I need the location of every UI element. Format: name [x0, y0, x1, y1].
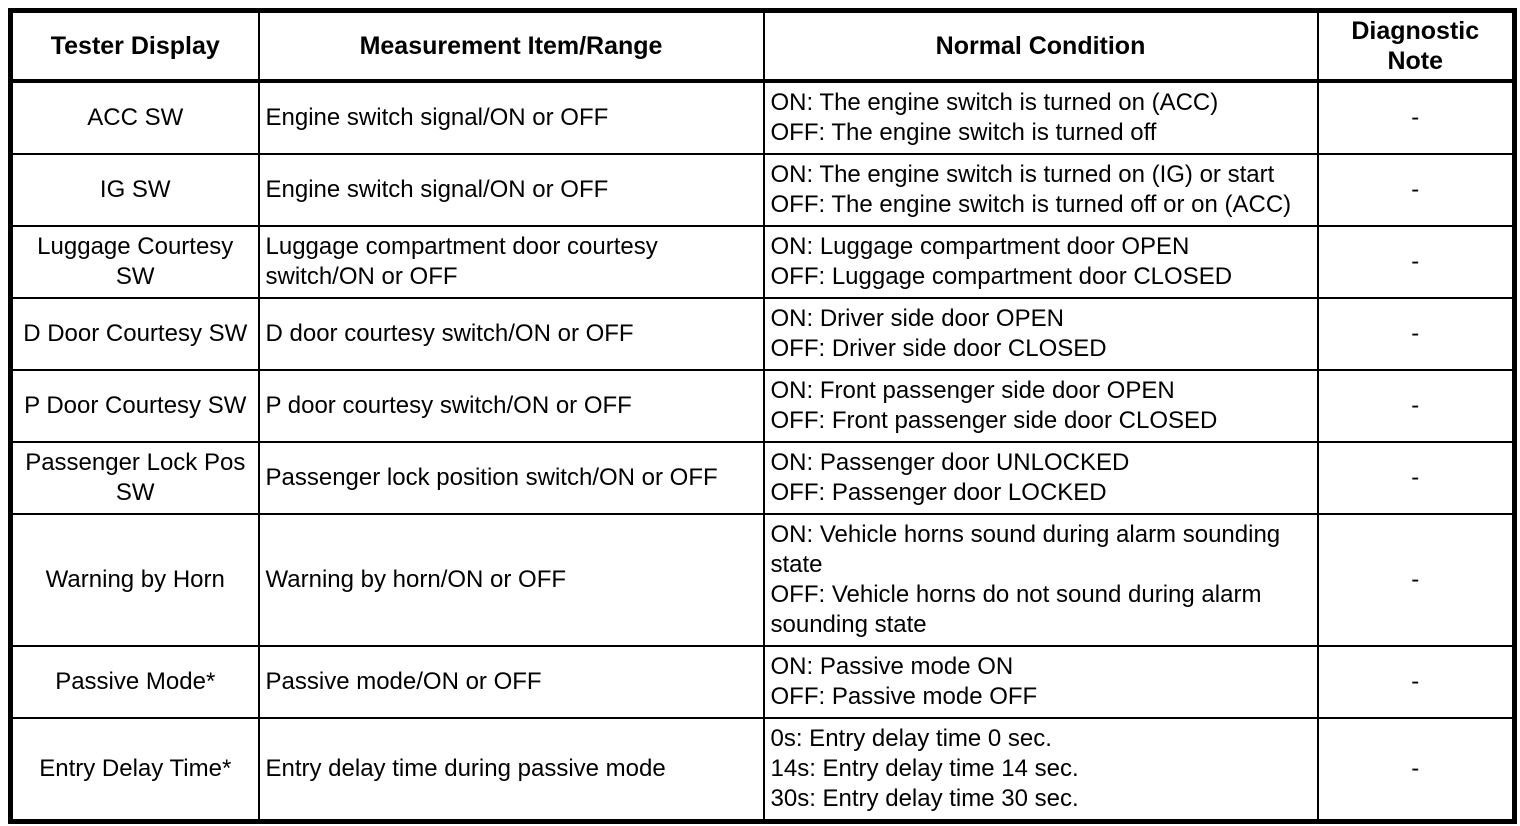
measurement-cell: Passive mode/ON or OFF — [257, 645, 765, 719]
text-line: Entry delay time during passive mode — [265, 755, 666, 782]
normal-condition-cell: ON: Front passenger side door OPEN OFF: F… — [762, 369, 1319, 443]
text-line: ACC SW — [87, 104, 184, 131]
text-line: ON: Luggage compartment door OPEN — [770, 233, 1190, 260]
diagnostic-note-cell: - — [1316, 441, 1516, 515]
text-line: Luggage Courtesy — [37, 233, 234, 260]
table-row: P Door Courtesy SW P door courtesy switch… — [9, 369, 1516, 443]
diagnostic-note-cell: - — [1316, 297, 1516, 371]
text-line: ON: Passenger door UNLOCKED — [770, 449, 1130, 476]
text-line: SW — [115, 263, 155, 290]
measurement-cell: P door courtesy switch/ON or OFF — [257, 369, 765, 443]
text-line: Warning by horn/ON or OFF — [265, 566, 567, 593]
diagnostic-note-cell: - — [1316, 513, 1516, 647]
text-line: OFF: The engine switch is turned off or … — [770, 191, 1292, 218]
text-line: switch/ON or OFF — [265, 263, 458, 290]
diagnostic-note-cell: - — [1316, 80, 1516, 155]
measurement-cell: Engine switch signal/ON or OFF — [257, 80, 765, 155]
data-list-table: Tester Display Measurement Item/Range No… — [8, 8, 1517, 824]
normal-condition-cell: ON: Luggage compartment door OPEN OFF: Lu… — [762, 225, 1319, 299]
text-line: OFF: The engine switch is turned off — [770, 119, 1157, 146]
text-line: Engine switch signal/ON or OFF — [265, 176, 609, 203]
text-line: ON: Vehicle horns sound during alarm sou… — [770, 521, 1281, 578]
tester-display-cell: Warning by Horn — [9, 513, 260, 647]
text-line: P door courtesy switch/ON or OFF — [265, 392, 632, 419]
text-line: Passive Mode* — [55, 668, 216, 695]
text-line: OFF: Front passenger side door CLOSED — [770, 407, 1218, 434]
text-line: OFF: Passive mode OFF — [770, 683, 1038, 710]
text-line: ON: Driver side door OPEN — [770, 305, 1064, 332]
text-line: Passive mode/ON or OFF — [265, 668, 542, 695]
text-line: ON: The engine switch is turned on (ACC) — [770, 89, 1219, 116]
text-line: Warning by Horn — [45, 566, 225, 593]
text-line: Passenger lock position switch/ON or OFF — [265, 464, 718, 491]
table-row: Passive Mode* Passive mode/ON or OFF ON: P… — [9, 645, 1516, 719]
text-line: OFF: Passenger door LOCKED — [770, 479, 1107, 506]
normal-condition-cell: ON: Driver side door OPEN OFF: Driver sid… — [762, 297, 1319, 371]
tester-display-cell: Entry Delay Time* — [9, 717, 260, 823]
text-line: Engine switch signal/ON or OFF — [265, 104, 609, 131]
text-line: ON: Front passenger side door OPEN — [770, 377, 1175, 404]
tester-display-cell: Passive Mode* — [9, 645, 260, 719]
measurement-cell: Entry delay time during passive mode — [257, 717, 765, 823]
text-line: OFF: Driver side door CLOSED — [770, 335, 1107, 362]
text-line: 30s: Entry delay time 30 sec. — [770, 785, 1079, 812]
measurement-cell: Warning by horn/ON or OFF — [257, 513, 765, 647]
diagnostic-note-cell: - — [1316, 225, 1516, 299]
table-row: Entry Delay Time* Entry delay time during… — [9, 717, 1516, 823]
normal-condition-cell: ON: The engine switch is turned on (IG) … — [762, 153, 1319, 227]
text-line: Passenger Lock Pos — [25, 449, 246, 476]
measurement-cell: Luggage compartment door courtesy switch/… — [257, 225, 765, 299]
header-row: Tester Display Measurement Item/Range No… — [9, 9, 1516, 83]
table-row: D Door Courtesy SW D door courtesy switch… — [9, 297, 1516, 371]
normal-condition-cell: 0s: Entry delay time 0 sec. 14s: Entry de… — [762, 717, 1319, 823]
table-body: ACC SW Engine switch signal/ON or OFF ON: … — [9, 80, 1516, 823]
text-line: IG SW — [99, 176, 171, 203]
normal-condition-cell: ON: The engine switch is turned on (ACC)… — [762, 80, 1319, 155]
normal-condition-cell: ON: Passenger door UNLOCKED OFF: Passenge… — [762, 441, 1319, 515]
diagnostic-note-cell: - — [1316, 645, 1516, 719]
text-line: SW — [115, 479, 155, 506]
table-row: IG SW Engine switch signal/ON or OFF ON: T… — [9, 153, 1516, 227]
column-header-tester-display: Tester Display — [9, 9, 260, 83]
tester-display-cell: D Door Courtesy SW — [9, 297, 260, 371]
text-line: P Door Courtesy SW — [24, 392, 247, 419]
tester-display-cell: ACC SW — [9, 80, 260, 155]
text-line: Entry Delay Time* — [39, 755, 232, 782]
text-line: 14s: Entry delay time 14 sec. — [770, 755, 1079, 782]
normal-condition-cell: ON: Vehicle horns sound during alarm sou… — [762, 513, 1319, 647]
text-line: OFF: Vehicle horns do not sound during a… — [770, 581, 1262, 638]
normal-condition-cell: ON: Passive mode ON OFF: Passive mode OFF — [762, 645, 1319, 719]
column-header-measurement-item-range: Measurement Item/Range — [257, 9, 765, 83]
text-line: D door courtesy switch/ON or OFF — [265, 320, 634, 347]
text-line: D Door Courtesy SW — [23, 320, 248, 347]
measurement-cell: Passenger lock position switch/ON or OFF — [257, 441, 765, 515]
measurement-cell: D door courtesy switch/ON or OFF — [257, 297, 765, 371]
text-line: ON: Passive mode ON — [770, 653, 1014, 680]
measurement-cell: Engine switch signal/ON or OFF — [257, 153, 765, 227]
column-header-diagnostic-note: Diagnostic Note — [1316, 9, 1516, 83]
diagnostic-note-cell: - — [1316, 369, 1516, 443]
table-row: Warning by Horn Warning by horn/ON or OFF… — [9, 513, 1516, 647]
tester-display-cell: IG SW — [9, 153, 260, 227]
table-row: ACC SW Engine switch signal/ON or OFF ON: … — [9, 80, 1516, 155]
diagnostic-note-cell: - — [1316, 717, 1516, 823]
diagnostic-note-cell: - — [1316, 153, 1516, 227]
text-line: OFF: Luggage compartment door CLOSED — [770, 263, 1233, 290]
text-line: Luggage compartment door courtesy — [265, 233, 658, 260]
text-line: ON: The engine switch is turned on (IG) … — [770, 161, 1275, 188]
tester-display-cell: P Door Courtesy SW — [9, 369, 260, 443]
column-header-normal-condition: Normal Condition — [762, 9, 1319, 83]
text-line: 0s: Entry delay time 0 sec. — [770, 725, 1052, 752]
